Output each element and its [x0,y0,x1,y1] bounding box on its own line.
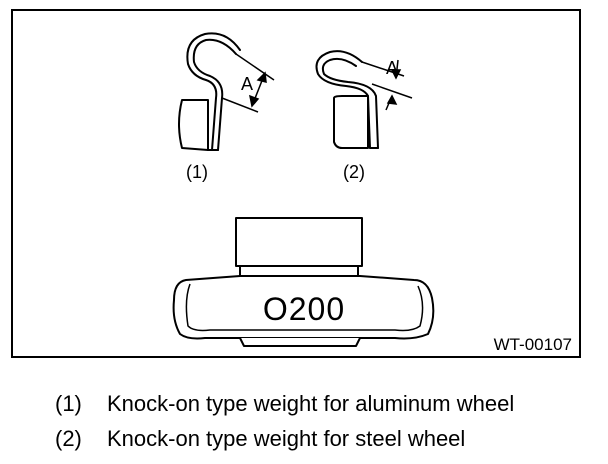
legend-item-2: (2) Knock-on type weight for steel wheel [55,426,465,452]
figure-code: WT-00107 [494,335,572,354]
weight-front-view [172,217,435,347]
steel-weight-drawing [315,50,379,149]
figure-frame [11,9,581,358]
dimension-a-1 [221,53,275,113]
aluminum-weight-body [178,99,209,151]
dimension-label-a-2: A [386,58,398,78]
aluminum-weight-drawing [178,32,241,151]
steel-weight-clip [315,50,371,149]
steel-weight-body [333,95,369,149]
legend-number-1: (1) [55,391,82,416]
legend-number-2: (2) [55,426,82,451]
aluminum-weight-clip [186,32,241,151]
legend-item-1: (1) Knock-on type weight for aluminum whe… [55,391,514,417]
dimension-label-a-1: A [241,74,253,94]
legend-text-2: Knock-on type weight for steel wheel [107,426,466,451]
legend-text-1: Knock-on type weight for aluminum wheel [107,391,515,416]
weight-marking: O200 [263,291,345,327]
figure-label-1: (1) [186,162,208,182]
weight-front-body [172,275,435,340]
figure-label-2: (2) [343,162,365,182]
dimension-a-2 [361,59,413,111]
clip-plate [235,217,363,267]
